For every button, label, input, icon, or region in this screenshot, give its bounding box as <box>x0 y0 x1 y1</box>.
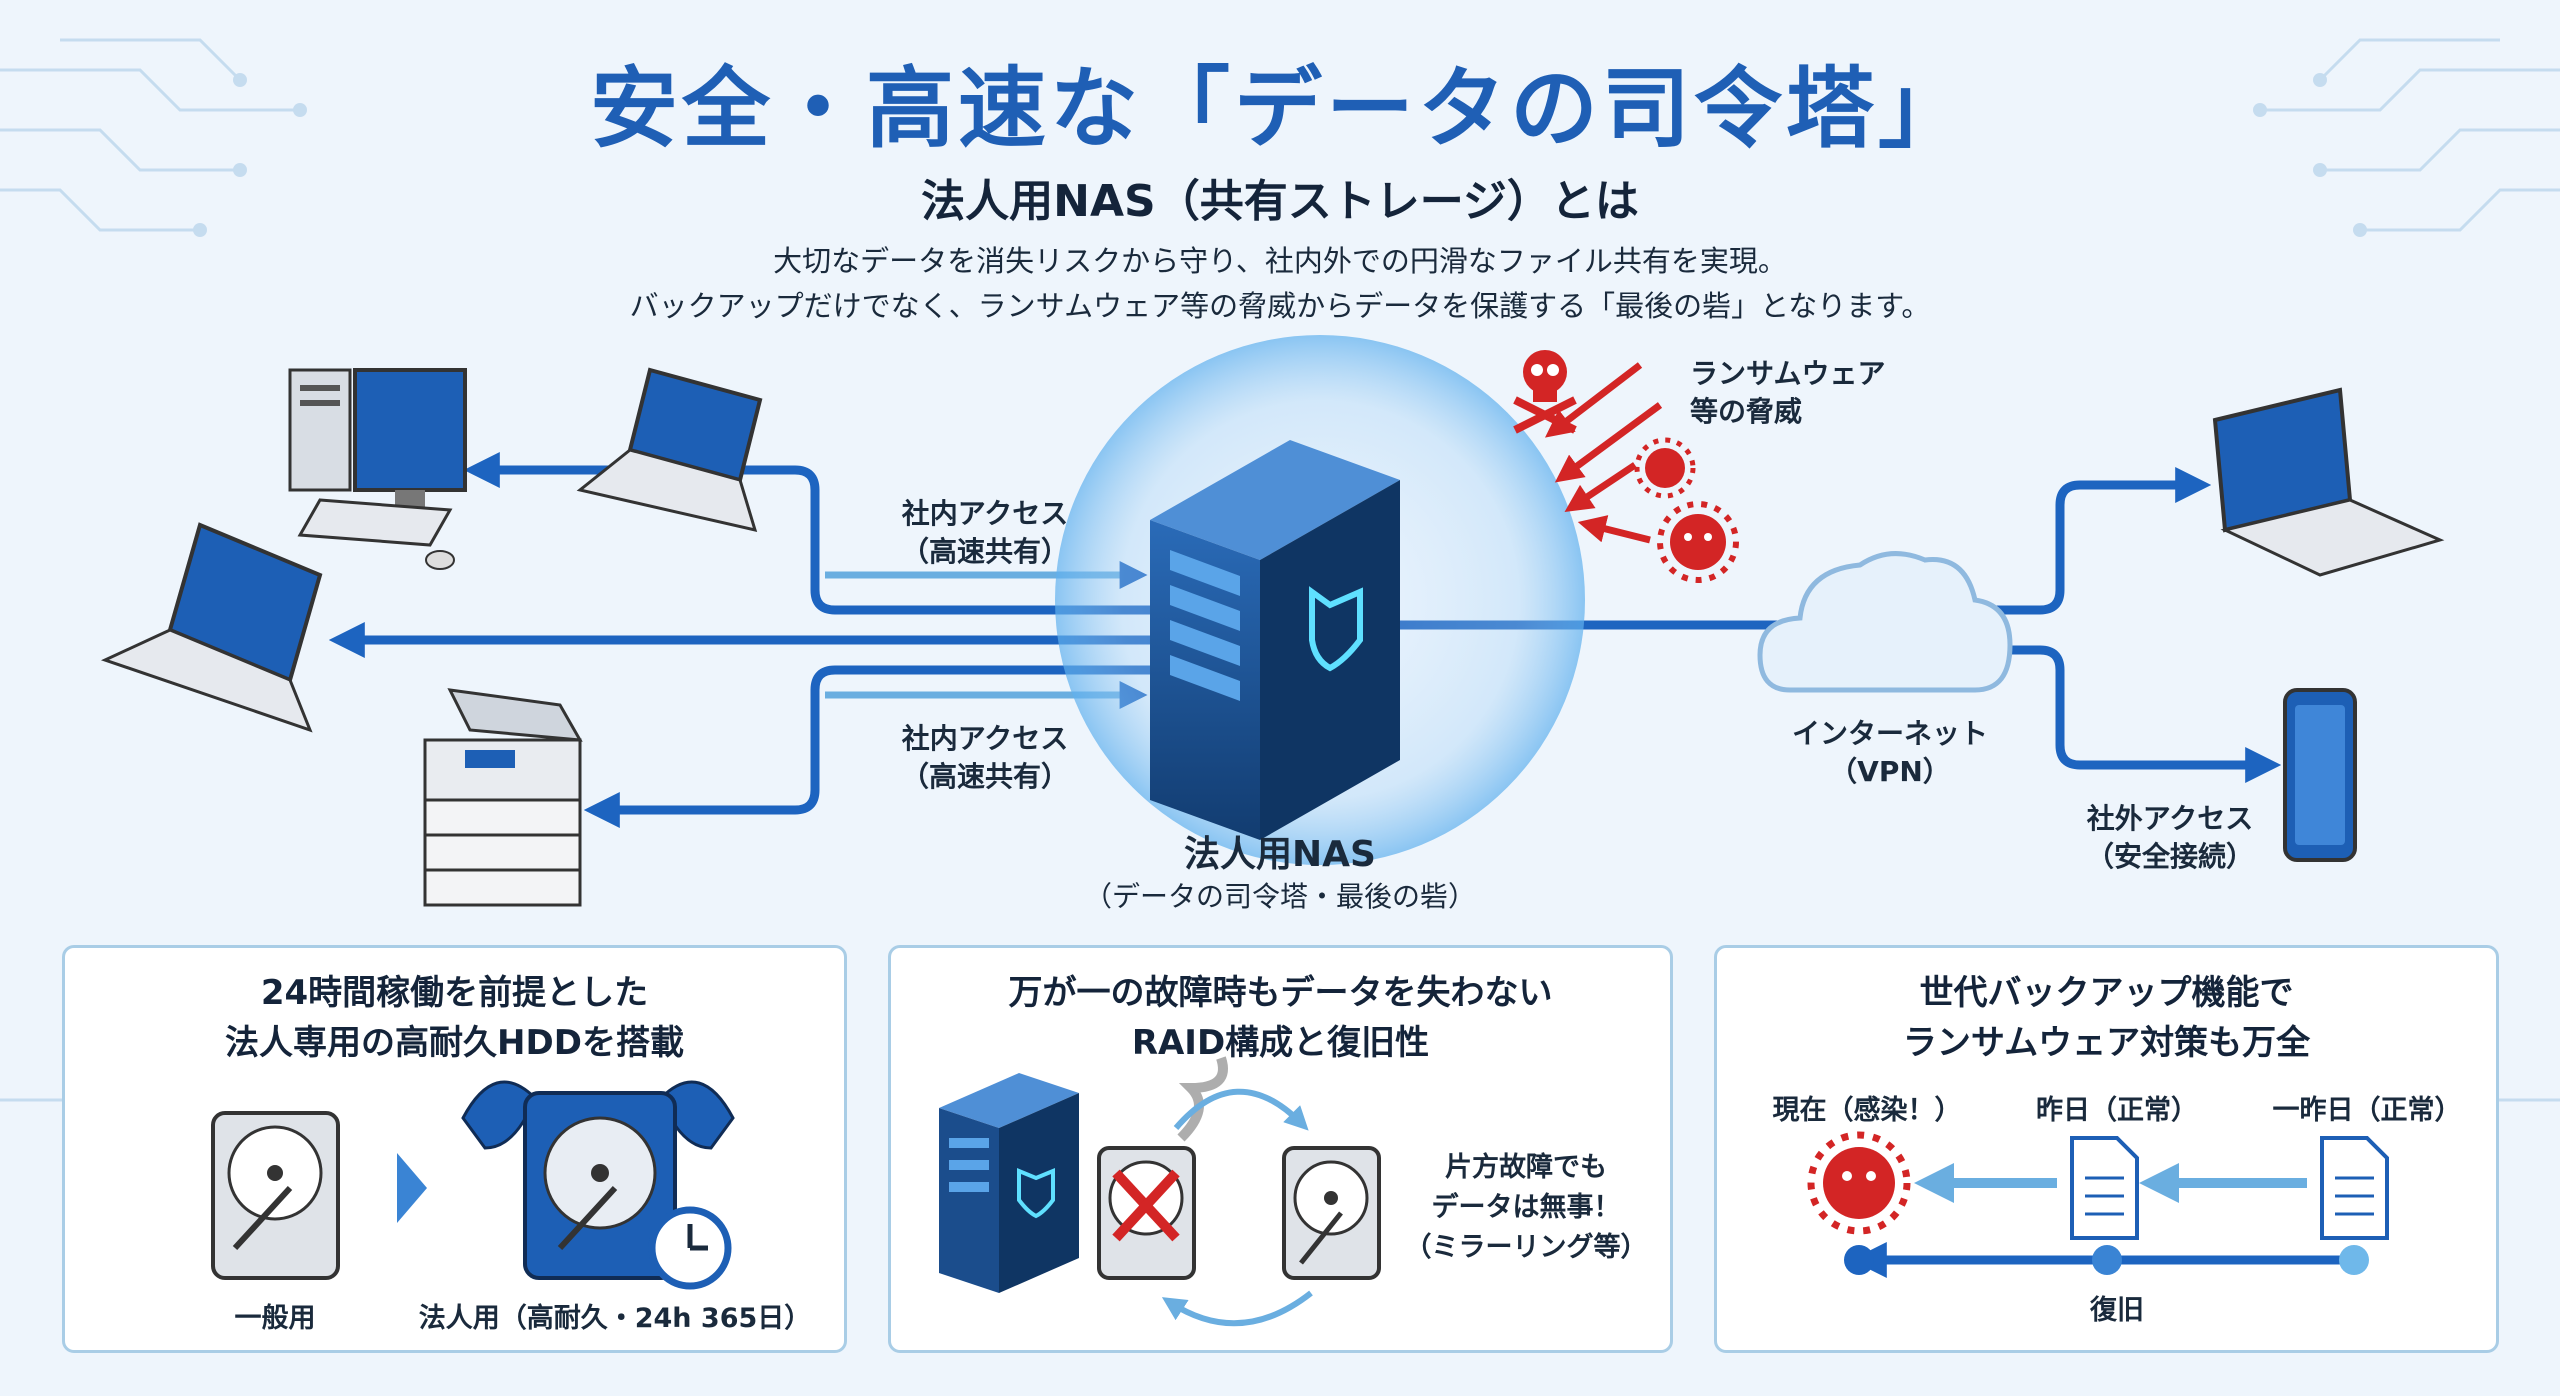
failed-disk-icon <box>1097 1056 1228 1280</box>
backup-generations-illustration <box>1807 1131 2389 1278</box>
mirroring-note: 片方故障でも データは無事！ （ミラーリング等） <box>1404 1152 1648 1263</box>
business-use-label: 法人用（高耐久・24h 365日） <box>418 1303 812 1334</box>
timeline-dot <box>1844 1245 1874 1275</box>
page-subtitle: 法人用NAS（共有ストレージ）とは <box>921 176 1639 227</box>
arrow-right-icon <box>397 1153 427 1223</box>
page-title: 安全・高速な「データの司令塔」 <box>589 57 1970 160</box>
nas-label: 法人用NAS （データの司令塔・最後の砦） <box>1083 834 1476 913</box>
document-icon <box>2320 1136 2389 1240</box>
strong-hard-disk-icon <box>461 1080 735 1280</box>
internet-label: インターネット （VPN） <box>1791 717 1988 788</box>
yesterday-label: 昨日（正常） <box>2036 1095 2198 1126</box>
laptop-icon <box>100 522 323 733</box>
timeline-dot <box>2339 1245 2369 1275</box>
timeline-dot <box>2092 1245 2122 1275</box>
internal-access-label-top: 社内アクセス （高速共有） <box>900 497 1069 568</box>
multifunction-printer-icon <box>423 688 583 907</box>
panel-title: 世代バックアップ機能で ランサムウェア対策も万全 <box>1902 973 2311 1063</box>
general-use-label: 一般用 <box>234 1303 316 1334</box>
feature-panel-hdd: 24時間稼働を前提とした 法人専用の高耐久HDDを搭載 一般用 法人用（高耐久・… <box>62 945 847 1353</box>
laptop-icon <box>2212 387 2445 577</box>
feature-panel-backup: 世代バックアップ機能で ランサムウェア対策も万全 現在（感染！） 昨日（正常） … <box>1714 945 2499 1353</box>
virus-icon <box>1807 1131 1911 1235</box>
day-before-label: 一昨日（正常） <box>2272 1095 2462 1126</box>
virus-threat-icon <box>1657 501 1739 583</box>
raid-illustration <box>939 1056 1381 1327</box>
server-icon <box>939 1073 1079 1293</box>
laptop-icon <box>576 367 763 533</box>
panel-title: 万が一の故障時もデータを失わない RAID構成と復旧性 <box>1008 973 1553 1063</box>
hard-disk-icon <box>211 1111 340 1280</box>
hdd-comparison-illustration <box>211 1080 735 1290</box>
internet-cloud-icon <box>1757 551 2013 693</box>
virus-threat-icon <box>1634 437 1696 499</box>
external-access-label: 社外アクセス （安全接続） <box>2085 802 2254 873</box>
threat-attack-arrows <box>1544 362 1663 544</box>
restore-label: 復旧 <box>2090 1295 2144 1326</box>
smartphone-icon <box>2283 688 2357 862</box>
sync-arrow-icon <box>1173 1088 1309 1131</box>
document-icon <box>2070 1136 2139 1240</box>
clock-icon <box>648 1206 732 1290</box>
feature-panel-raid: 万が一の故障時もデータを失わない RAID構成と復旧性 片方故障でも データ <box>888 945 1673 1353</box>
threat-label: ランサムウェア 等の脅威 <box>1690 357 1886 428</box>
current-infected-label: 現在（感染！） <box>1772 1095 1962 1126</box>
healthy-disk-icon <box>1282 1146 1381 1280</box>
sync-arrow-icon <box>1161 1290 1313 1327</box>
internal-access-connectors <box>328 452 1150 828</box>
description-line-1: 大切なデータを消失リスクから守り、社内外での円滑なファイル共有を実現。 <box>773 244 1787 278</box>
nas-server-icon <box>1150 440 1400 840</box>
description-line-2: バックアップだけでなく、ランサムウェア等の脅威からデータを保護する「最後の砦」と… <box>629 289 1931 323</box>
panel-title: 24時間稼働を前提とした 法人専用の高耐久HDDを搭載 <box>225 973 684 1063</box>
desktop-pc-icon <box>288 368 467 570</box>
internal-access-label-bottom: 社内アクセス （高速共有） <box>900 722 1069 793</box>
